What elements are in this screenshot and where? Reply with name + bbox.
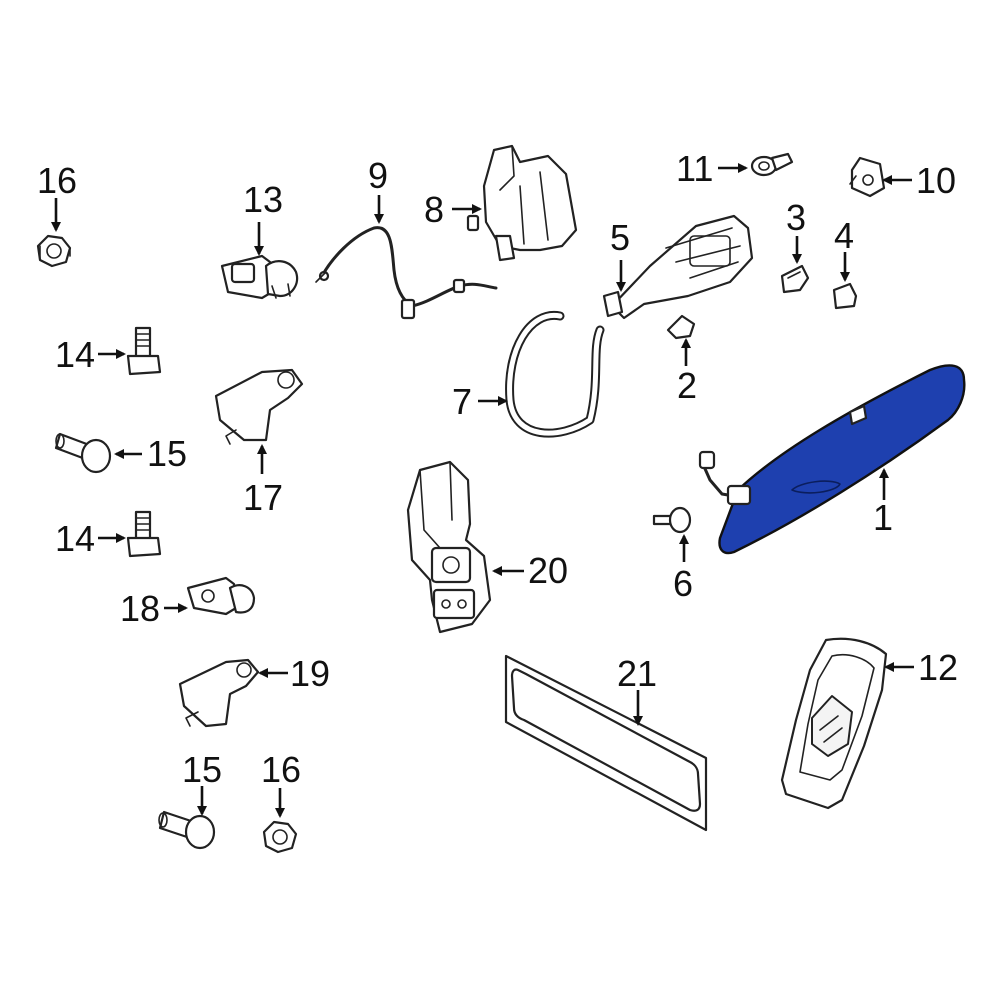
callout-21: 21 <box>617 653 657 694</box>
part-21-seal <box>504 654 708 832</box>
callout-3: 3 <box>786 197 806 238</box>
part-16-nut-top <box>36 234 72 268</box>
callout-1: 1 <box>873 497 893 538</box>
part-8-latch-cover <box>466 144 578 262</box>
part-3-cap <box>780 264 810 294</box>
part-1-handle-body <box>718 364 966 555</box>
callout-11: 11 <box>676 148 713 189</box>
callout-4: 4 <box>834 215 854 256</box>
part-15-pin-lower <box>158 810 216 850</box>
callout-13: 13 <box>243 179 283 220</box>
part-15-pin-upper <box>54 432 112 474</box>
callout-5: 5 <box>610 217 630 258</box>
callout-20: 20 <box>528 550 568 591</box>
part-7-weatherstrip <box>505 310 605 438</box>
part-2-clip <box>666 314 696 340</box>
part-14-bolt-upper <box>126 326 162 376</box>
part-9-cable <box>315 226 498 320</box>
part-6-screw <box>652 506 692 534</box>
part-5-handle-frame <box>602 214 754 320</box>
part-17-hinge-arm <box>214 368 304 445</box>
part-19-hinge-arm <box>178 658 260 728</box>
callout-2: 2 <box>677 365 697 406</box>
callout-14-lower: 14 <box>55 518 95 559</box>
callout-12: 12 <box>918 647 958 688</box>
part-10-clip <box>849 156 886 198</box>
part-18-bracket <box>186 576 256 616</box>
part-16-nut-lower <box>262 820 298 854</box>
part-14-bolt-lower <box>126 510 162 558</box>
callout-10: 10 <box>916 160 956 201</box>
callout-16-lower: 16 <box>261 749 301 790</box>
callout-6: 6 <box>673 563 693 604</box>
callout-14-upper: 14 <box>55 334 95 375</box>
callout-18: 18 <box>120 588 160 629</box>
callout-7: 7 <box>452 381 472 422</box>
callout-17: 17 <box>243 477 283 518</box>
part-13-hinge-bracket <box>220 254 299 300</box>
part-20-latch-assembly <box>406 460 492 634</box>
part-4-clip <box>832 282 858 310</box>
part-11-screw <box>750 152 794 177</box>
part-12-lamp <box>780 637 888 810</box>
part-1-outside-handle <box>698 364 966 555</box>
callout-19: 19 <box>290 653 330 694</box>
callout-15-upper: 15 <box>147 433 187 474</box>
callout-8: 8 <box>424 189 444 230</box>
callout-15-lower: 15 <box>182 749 222 790</box>
callout-9: 9 <box>368 155 388 196</box>
callout-16-top: 16 <box>37 160 77 201</box>
